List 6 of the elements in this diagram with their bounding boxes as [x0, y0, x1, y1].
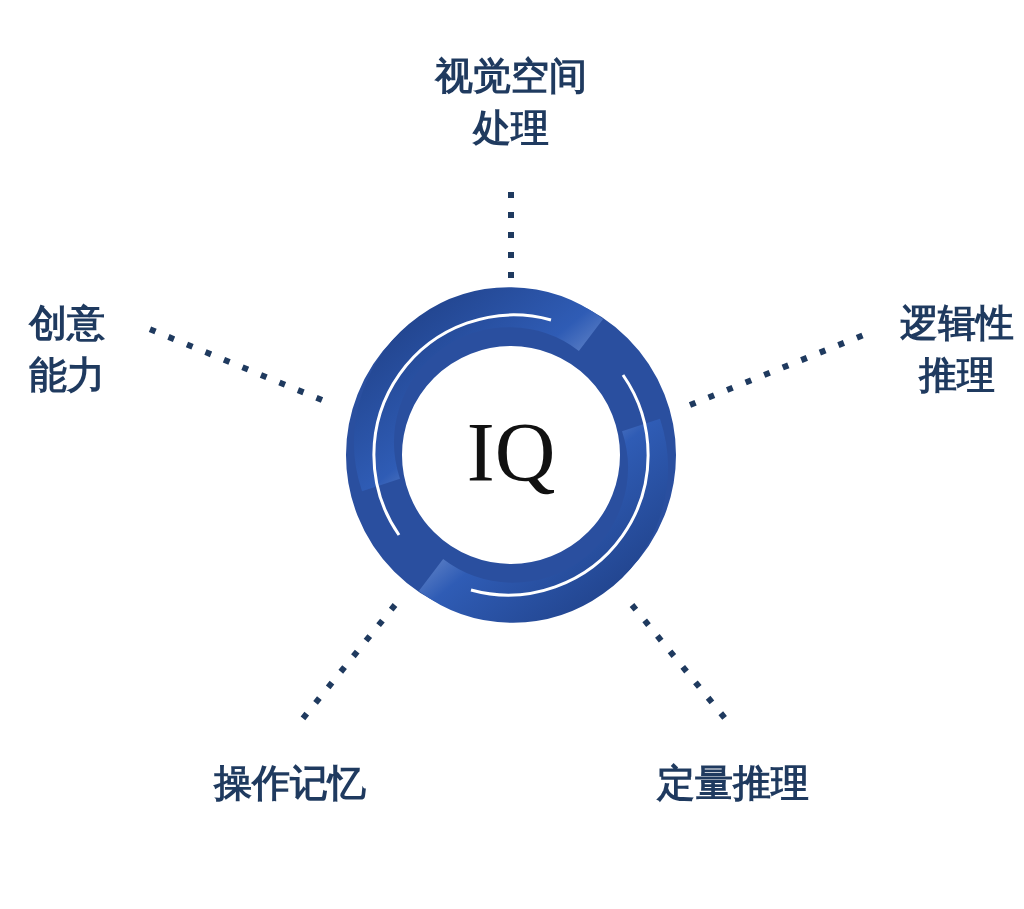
skill-label: 操作记忆 [214, 760, 366, 807]
skill-label: 创意能力 [29, 300, 105, 400]
skill-label: 定量推理 [657, 760, 809, 807]
center-text: IQ [466, 411, 556, 496]
skill-label: 视觉空间处理 [435, 53, 587, 153]
skill-label: 逻辑性推理 [900, 300, 1014, 400]
